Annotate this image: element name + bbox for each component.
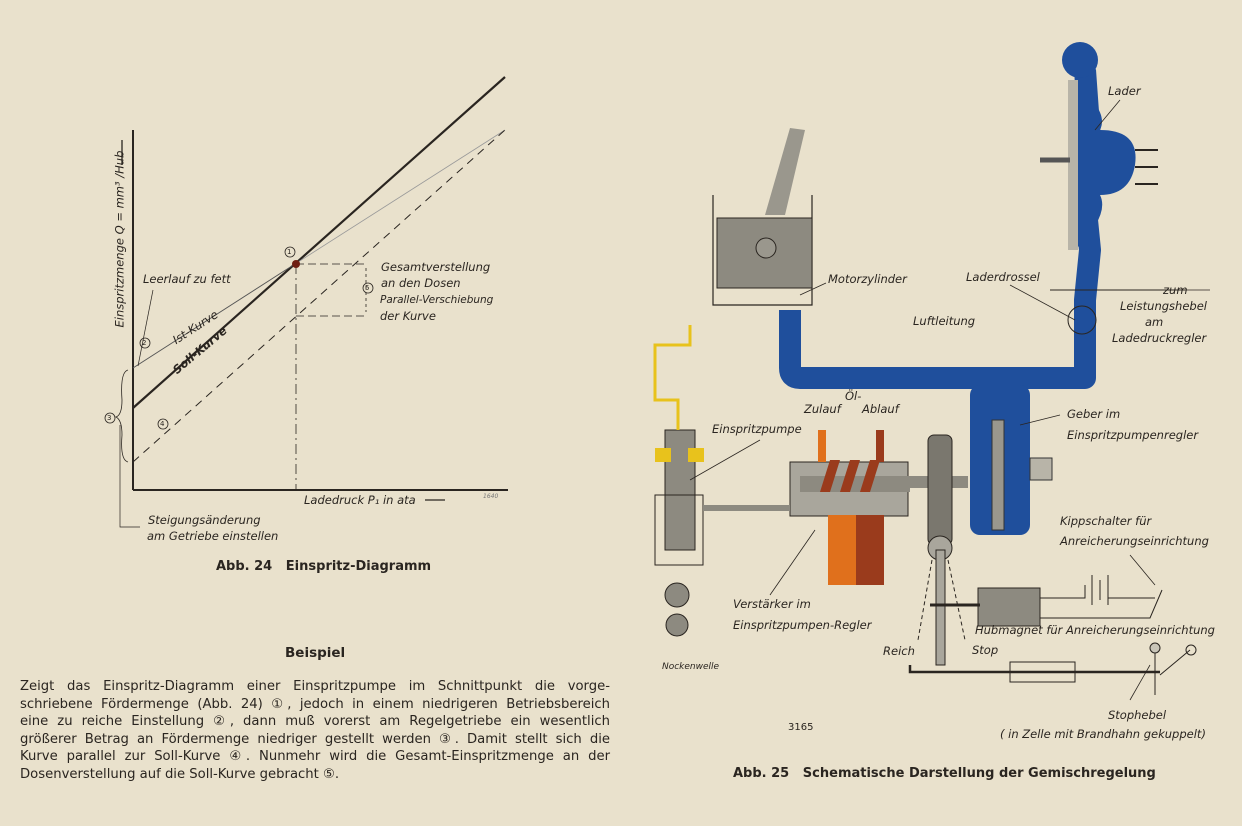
paragraph-line: Dosenverstellung auf die Soll-Kurve gebr…: [20, 766, 340, 782]
marker-4: 4: [160, 420, 165, 428]
paragraph-line: Zeigt das Einspritz-Diagramm einer Einsp…: [20, 679, 610, 694]
steigung-label-1: Steigungsänderung: [148, 513, 261, 527]
bracket-3: [114, 369, 129, 463]
wiring: [1040, 575, 1163, 619]
fuel-line: [653, 325, 692, 430]
laderdrossel-valve: [1067, 305, 1097, 335]
mixture-control-schematic: [653, 42, 1210, 701]
marker-3: 3: [107, 414, 112, 422]
stophebel-knob-alt: [1185, 644, 1197, 656]
zulauf-label: Zulauf: [804, 402, 841, 416]
camshaft: [665, 613, 689, 637]
beispiel-paragraph: Zeigt das Einspritz-Diagramm einer Einsp…: [20, 678, 610, 784]
paragraph-line: größerer Betrag an Fördermenge niedriger…: [20, 731, 610, 747]
leader-lines: [689, 99, 1210, 701]
stophebel-label-2: ( in Zelle mit Brandhahn gekuppelt): [1000, 727, 1206, 741]
figure-number: 3165: [788, 722, 814, 733]
gesamt-label-2: an den Dosen: [381, 276, 461, 290]
geber-label-2: Einspritzpumpenregler: [1067, 428, 1199, 442]
connecting-rod: [765, 128, 805, 215]
ist-kurve-line: [132, 263, 296, 369]
intersection-point: [292, 260, 300, 268]
piston-pin: [755, 237, 777, 259]
marker-2: 2: [142, 339, 147, 347]
oel-label: Öl-: [845, 389, 862, 403]
zulauf-pipe: [818, 430, 826, 462]
stophebel-lever: [1154, 649, 1191, 695]
fig25-caption: Abb. 25 Schematische Darstellung der Gem…: [733, 766, 1156, 781]
air-arrows: [1135, 149, 1158, 185]
ablauf-pipe: [876, 430, 884, 462]
geber-pipe-left: [980, 378, 992, 398]
geber-label-1: Geber im: [1067, 407, 1121, 421]
steigung-leader: [119, 425, 140, 528]
paragraph-line: Kurve parallel zur Soll-Kurve ④. Nunmehr…: [20, 749, 610, 765]
x-axis-label: Ladedruck P₁ in ata: [304, 493, 416, 507]
pump-fitting-right: [688, 448, 704, 462]
paragraph-line: schriebene Fördermenge (Abb. 24) ①, jedo…: [20, 696, 610, 712]
geber-pipe-right: [1008, 378, 1020, 398]
gesamt-label-1: Gesamtverstellung: [381, 260, 491, 274]
verstaerker-label-1: Verstärker im: [733, 597, 811, 611]
stophebel-label-1: Stophebel: [1108, 708, 1167, 722]
stop-label: Stop: [972, 643, 999, 657]
zum-label-3: am: [1145, 315, 1164, 329]
soll-kurve-line: [132, 76, 506, 409]
einspritzpumpe-label: Einspritzpumpe: [712, 422, 802, 436]
geber-diaphragm: [991, 419, 1005, 531]
geber-cap: [1029, 457, 1053, 481]
figure-code: 1640: [483, 493, 499, 500]
amplifier-oil-brown: [856, 515, 884, 585]
parallel-label-1: Parallel-Verschiebung: [380, 294, 494, 306]
lader-top: [1062, 42, 1098, 78]
marker-circles: [104, 246, 374, 430]
nockenwelle-label: Nockenwelle: [662, 662, 720, 672]
kipp-label-2: Anreicherungseinrichtung: [1060, 534, 1209, 548]
parallel-label-2: der Kurve: [380, 309, 436, 323]
hubmagnet: [977, 587, 1041, 627]
motorzylinder-label: Motorzylinder: [828, 272, 907, 286]
amplifier-oil-orange: [828, 515, 856, 585]
lader-housing: [1070, 80, 1136, 250]
marker-1: 1: [287, 248, 292, 256]
paragraph-line: eine zu reiche Einstellung ②, dann muß v…: [20, 714, 610, 730]
governor-shaft: [800, 476, 910, 492]
cam-roller: [664, 582, 690, 608]
control-lever: [935, 549, 946, 666]
helix-slots: [820, 460, 880, 492]
hubmagnet-label: Hubmagnet für Anreicherungseinrichtung: [975, 623, 1215, 637]
stop-rod: [908, 665, 1160, 674]
y-axis-label: Einspritzmenge Q = mm³ /Hub: [112, 150, 127, 328]
reich-label: Reich: [883, 644, 915, 658]
spring-housing: [1009, 661, 1076, 683]
luftleitung-label: Luftleitung: [913, 314, 976, 328]
verstaerker-label-2: Einspritzpumpen-Regler: [733, 618, 872, 632]
lader-label: Lader: [1108, 84, 1141, 98]
air-duct: [779, 69, 1101, 389]
zum-label-2: Leistungshebel: [1120, 299, 1207, 313]
zum-label-4: Ladedruckregler: [1112, 331, 1207, 345]
gear-wheel: [927, 434, 953, 546]
kipp-label-1: Kippschalter für: [1060, 514, 1152, 528]
pump-spring-housing: [654, 494, 704, 566]
leerlauf-leader: [137, 289, 154, 367]
pump-fitting-left: [655, 448, 671, 462]
injection-diagram: [104, 76, 508, 528]
marker-5: 5: [365, 284, 370, 292]
beispiel-title: Beispiel: [285, 645, 346, 661]
steigung-label-2: am Getriebe einstellen: [147, 529, 279, 543]
fig24-caption: Abb. 24 Einspritz-Diagramm: [216, 559, 432, 574]
zum-label-1: zum: [1163, 283, 1188, 297]
stophebel-knob: [1149, 642, 1161, 654]
leerlauf-label: Leerlauf zu fett: [143, 272, 231, 286]
ist-kurve-extension: [294, 129, 506, 265]
ablauf-label: Ablauf: [862, 402, 899, 416]
lader-rotor: [1068, 80, 1078, 250]
laderdrossel-label: Laderdrossel: [966, 270, 1040, 284]
